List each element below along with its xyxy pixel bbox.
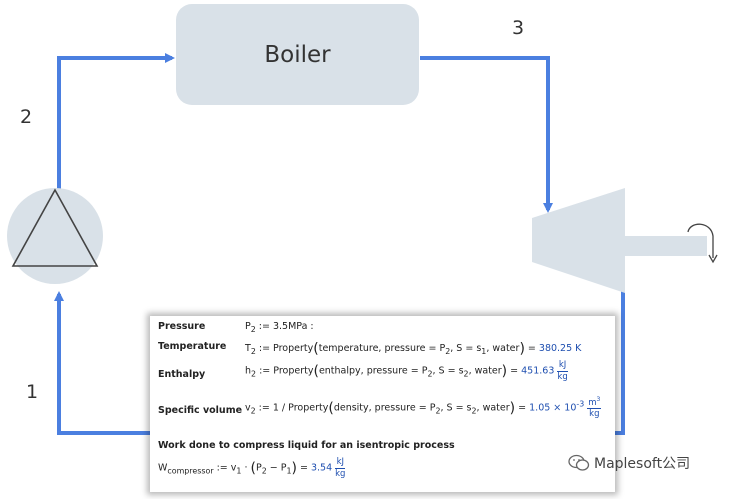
rotation-arrow-icon [687, 223, 714, 258]
row-equation: v2 := 1 / Property(density, pressure = P… [245, 396, 602, 420]
rotation-arrowhead-icon [708, 254, 718, 264]
calculation-panel: Pressure P2 := 3.5MPa : Temperature T2 :… [150, 316, 615, 492]
row-name: Enthalpy [158, 369, 206, 380]
row-equation: T2 := Property(temperature, pressure = P… [245, 341, 582, 357]
watermark: Maplesoft公司 [568, 453, 690, 473]
pump-triangle-icon [11, 188, 99, 267]
turbine-shaft [622, 236, 707, 256]
state-label-2: 2 [20, 106, 33, 128]
pump-circle [7, 188, 103, 284]
row-name: Specific volume [158, 405, 243, 416]
pipe-boiler-to-turbine [420, 56, 553, 213]
work-result: 3.54 [310, 462, 333, 474]
boiler: Boiler [176, 4, 419, 105]
temperature-result: 380.25 K [538, 343, 582, 354]
wechat-icon [568, 454, 590, 471]
state-label-1: 1 [26, 381, 39, 403]
boiler-label: Boiler [264, 41, 331, 68]
row-name: Temperature [158, 341, 227, 352]
state-label-3: 3 [512, 17, 525, 39]
work-heading: Work done to compress liquid for an isen… [158, 440, 455, 451]
specific-volume-result: 1.05 × 10 [529, 402, 577, 414]
turbine-shape [532, 188, 625, 293]
row-name: Pressure [158, 321, 206, 332]
row-equation: h2 := Property(enthalpy, pressure = P2, … [245, 360, 568, 382]
pipe-pump-to-boiler [57, 53, 175, 197]
watermark-text: Maplesoft公司 [594, 456, 691, 472]
row-equation: P2 := 3.5MPa : [245, 321, 314, 334]
enthalpy-result: 451.63 [521, 365, 555, 377]
